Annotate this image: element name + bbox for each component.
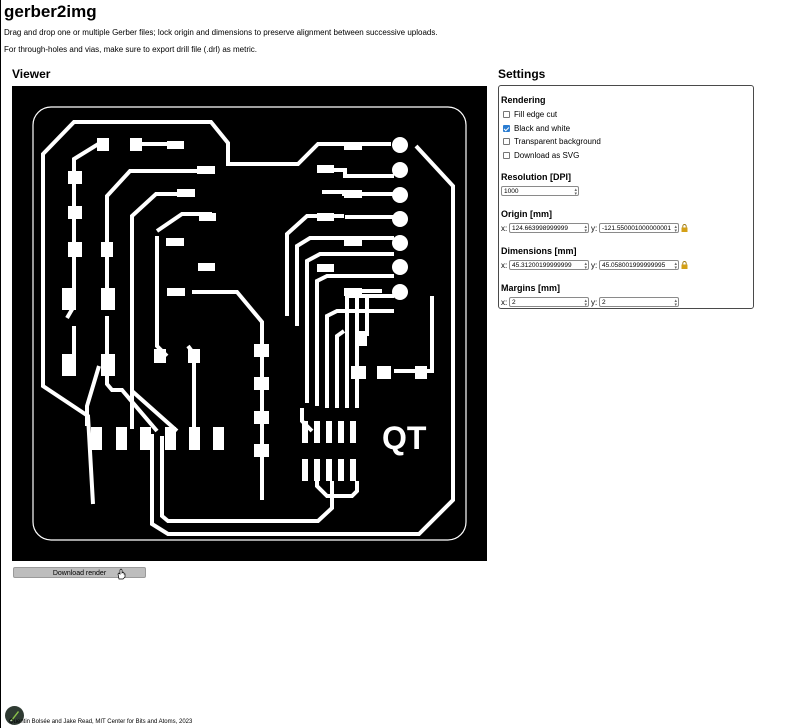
option-fill-edge-cut[interactable]: Fill edge cut (503, 110, 557, 119)
lock-origin-icon[interactable] (681, 224, 688, 232)
dimensions-y-input[interactable]: 45.058001999999995 ▴▾ (599, 260, 679, 270)
margins-y-input[interactable]: 2 ▴▾ (599, 297, 679, 307)
dimensions-x-input[interactable]: 45.31200199999999 ▴▾ (509, 260, 589, 270)
margins-title: Margins [mm] (501, 283, 561, 293)
option-label: Fill edge cut (514, 110, 558, 119)
dimensions-y-label: y: (591, 261, 598, 270)
margins-x-input[interactable]: 2 ▴▾ (509, 297, 589, 307)
drill-note: For through-holes and vias, make sure to… (4, 45, 257, 54)
resolution-value: 1000 (504, 188, 519, 195)
origin-x-value: 124.663998999999 (512, 225, 569, 232)
origin-x-label: x: (501, 224, 508, 233)
spinner-icon[interactable]: ▴▾ (574, 187, 577, 196)
black-and-white-checkbox[interactable] (503, 125, 510, 132)
dimensions-x-label: x: (501, 261, 508, 270)
dimensions-x-value: 45.31200199999999 (512, 262, 572, 269)
settings-panel: Rendering Fill edge cut Black and white … (498, 85, 754, 309)
rendering-title: Rendering (501, 95, 546, 105)
settings-title: Settings (498, 67, 546, 81)
spinner-icon[interactable]: ▴▾ (584, 298, 587, 307)
hand-cursor-icon (117, 568, 126, 580)
spinner-icon[interactable]: ▴▾ (674, 224, 677, 233)
margins-y-value: 2 (602, 299, 606, 306)
fill-edge-cut-checkbox[interactable] (503, 111, 510, 118)
dimensions-y-value: 45.058001999999995 (602, 262, 666, 269)
viewer-title: Viewer (12, 67, 51, 81)
origin-title: Origin [mm] (501, 209, 552, 219)
spinner-icon[interactable]: ▴▾ (674, 298, 677, 307)
board-silkscreen-text: QT (382, 420, 427, 456)
lock-dimensions-icon[interactable] (681, 261, 688, 269)
option-label: Transparent background (514, 137, 601, 146)
option-label: Download as SVG (514, 151, 580, 160)
footer-credit: Quentin Bolsée and Jake Read, MIT Center… (9, 719, 193, 725)
download-as-svg-checkbox[interactable] (503, 152, 510, 159)
spinner-icon[interactable]: ▴▾ (674, 261, 677, 270)
dimensions-title: Dimensions [mm] (501, 246, 577, 256)
resolution-title: Resolution [DPI] (501, 172, 571, 182)
transparent-background-checkbox[interactable] (503, 138, 510, 145)
pcb-render-canvas[interactable]: QT (12, 86, 487, 561)
page-title: gerber2img (4, 2, 97, 21)
origin-y-input[interactable]: -121.550001000000001 ▴▾ (599, 223, 679, 233)
pen-icon (10, 711, 19, 721)
option-black-and-white[interactable]: Black and white (503, 124, 570, 133)
intro-text: Drag and drop one or multiple Gerber fil… (4, 28, 438, 37)
option-label: Black and white (514, 124, 571, 133)
resolution-input[interactable]: 1000 ▴▾ (501, 186, 579, 196)
origin-x-input[interactable]: 124.663998999999 ▴▾ (509, 223, 589, 233)
margins-x-label: x: (501, 298, 508, 307)
download-render-button[interactable]: Download render (13, 567, 146, 578)
page-left-border (0, 0, 1, 728)
pcb-render: QT (12, 86, 487, 561)
origin-y-label: y: (591, 224, 598, 233)
spinner-icon[interactable]: ▴▾ (584, 224, 587, 233)
margins-y-label: y: (591, 298, 598, 307)
board-outline (32, 106, 467, 541)
avatar[interactable] (5, 706, 24, 725)
option-transparent-background[interactable]: Transparent background (503, 137, 601, 146)
origin-y-value: -121.550001000000001 (602, 225, 672, 232)
margins-x-value: 2 (512, 299, 516, 306)
option-download-as-svg[interactable]: Download as SVG (503, 151, 579, 160)
spinner-icon[interactable]: ▴▾ (584, 261, 587, 270)
